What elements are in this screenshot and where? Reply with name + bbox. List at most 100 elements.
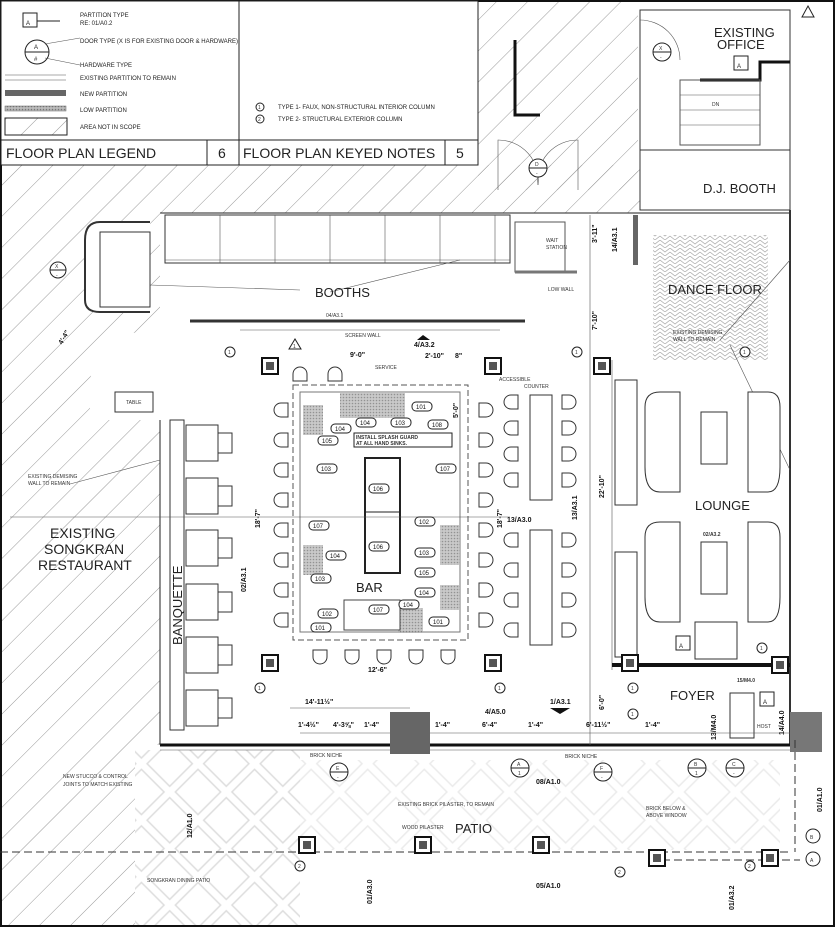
svg-text:BRICK NICHE: BRICK NICHE (310, 753, 343, 759)
svg-text:4/A5.0: 4/A5.0 (485, 709, 506, 716)
banquette-seat (185, 424, 219, 462)
bar-stool (273, 462, 289, 478)
storefront-patio: 14'-11½" 1'-4½" 4'-3⅝" 1'-4" 1'-4" 6'-4"… (0, 346, 824, 910)
svg-text:18'-7": 18'-7" (255, 509, 262, 528)
svg-text:103: 103 (419, 551, 430, 557)
equipment-tag: 104 (325, 550, 347, 561)
banquette-seat (185, 583, 219, 621)
equipment-tag: 107 (435, 463, 457, 474)
column (298, 836, 316, 854)
svg-text:HOST: HOST (757, 724, 771, 730)
partition-tag-icon (759, 691, 775, 707)
svg-text:01/A1.0: 01/A1.0 (817, 787, 824, 812)
banquette-seat (185, 477, 219, 515)
banquette-seat (185, 689, 219, 727)
equipment-tag: 104 (398, 599, 420, 610)
svg-text:8": 8" (455, 353, 462, 360)
bar-stool (440, 649, 456, 665)
svg-text:05/A1.0: 05/A1.0 (536, 883, 561, 890)
svg-text:2: 2 (748, 864, 751, 870)
svg-text:12/A1.0: 12/A1.0 (187, 813, 194, 838)
svg-text:18'-7": 18'-7" (497, 509, 504, 528)
svg-text:ABOVE WINDOW: ABOVE WINDOW (646, 813, 687, 819)
keyed-note-marker: 1 (627, 708, 639, 720)
bar-stool (503, 592, 519, 608)
svg-text:106: 106 (373, 545, 384, 551)
svg-text:BRICK BELOW &: BRICK BELOW & (646, 806, 686, 812)
svg-text:103: 103 (395, 421, 406, 427)
svg-text:4'-3⅝": 4'-3⅝" (333, 722, 354, 729)
svg-text:101: 101 (433, 620, 444, 626)
svg-text:15/M4.0: 15/M4.0 (737, 678, 755, 684)
bar-stool (478, 402, 494, 418)
svg-text:SCREEN WALL: SCREEN WALL (345, 333, 381, 339)
banquette-seat (185, 529, 219, 567)
svg-text:NEW STUCCO & CONTROL: NEW STUCCO & CONTROL (63, 774, 128, 780)
bar-stool (503, 420, 519, 436)
svg-text:1: 1 (258, 686, 261, 692)
armchair (694, 621, 738, 660)
svg-text:F: F (600, 766, 603, 772)
table (217, 485, 233, 507)
svg-text:EXISTING DEMISING: EXISTING DEMISING (673, 330, 723, 336)
svg-text:E: E (336, 766, 340, 772)
svg-text:104: 104 (335, 427, 346, 433)
svg-text:AREA NOT IN SCOPE: AREA NOT IN SCOPE (80, 125, 141, 131)
equipment-tag: 107 (368, 604, 390, 615)
svg-text:2: 2 (258, 117, 261, 123)
door-tag: E- (329, 762, 349, 782)
svg-text:106: 106 (373, 487, 384, 493)
equipment-tag: 103 (316, 463, 338, 474)
bar-stool (478, 552, 494, 568)
svg-text:JOINTS TO MATCH EXISTING: JOINTS TO MATCH EXISTING (63, 782, 133, 788)
lounge-sofa (747, 521, 781, 623)
svg-text:103: 103 (321, 467, 332, 473)
svg-text:WAIT: WAIT (546, 238, 558, 244)
svg-text:WOOD PILASTER: WOOD PILASTER (402, 825, 444, 831)
svg-text:14'-11½": 14'-11½" (305, 698, 333, 706)
svg-text:103: 103 (315, 577, 326, 583)
equipment-tag: 103 (414, 547, 436, 558)
svg-text:C: C (732, 762, 736, 768)
svg-text:B: B (694, 762, 698, 768)
door-tag: B1 (687, 758, 707, 778)
bar-label: BAR (356, 580, 383, 595)
partition-tag-foyer: A (763, 700, 767, 706)
svg-text:1: 1 (293, 344, 296, 350)
bar-stool (273, 552, 289, 568)
svg-text:13/M4.0: 13/M4.0 (711, 715, 718, 740)
svg-text:02/A3.2: 02/A3.2 (703, 532, 721, 538)
keyed-note-marker: 1 (254, 682, 266, 694)
svg-text:SERVICE: SERVICE (375, 365, 398, 371)
svg-text:WALL TO REMAIN: WALL TO REMAIN (673, 337, 716, 343)
column (532, 836, 550, 854)
svg-text:X: X (55, 264, 59, 270)
bar-stool (478, 612, 494, 628)
table (529, 529, 553, 646)
column (414, 836, 432, 854)
svg-text:1'-4": 1'-4" (364, 722, 379, 729)
floor-plan-legend: A PARTITION TYPE RE: 01/A0.2 A # DOOR TY… (0, 0, 479, 166)
booths-area: BOOTHS 04/A3.1 SCREEN WALL WAIT STATION … (84, 214, 638, 339)
svg-text:NEW PARTITION: NEW PARTITION (80, 92, 127, 98)
svg-text:14/A4.0: 14/A4.0 (779, 710, 786, 735)
door-d: D - (497, 40, 579, 190)
svg-text:1'-4": 1'-4" (528, 722, 543, 729)
svg-text:OFFICE: OFFICE (717, 37, 765, 52)
bar-stool (478, 462, 494, 478)
booths-label: BOOTHS (315, 285, 370, 300)
equipment-tag: 105 (317, 435, 339, 446)
bar-stool (478, 522, 494, 538)
svg-text:STATION: STATION (546, 245, 567, 251)
bar-stool (273, 582, 289, 598)
svg-text:01/A3.2: 01/A3.2 (729, 885, 736, 910)
left-area: X - 4'-4" TABLE EXISTING DEMISING WALL T… (28, 261, 248, 884)
bench (614, 551, 638, 658)
svg-text:08/A1.0: 08/A1.0 (536, 779, 561, 786)
bar-stool (344, 649, 360, 665)
svg-text:EXISTING BRICK PILASTER, TO RE: EXISTING BRICK PILASTER, TO REMAIN (398, 802, 494, 808)
svg-text:X: X (659, 46, 663, 52)
equipment-tag: 105 (414, 567, 436, 578)
svg-text:-: - (337, 775, 339, 781)
equipment-tag: 102 (317, 608, 339, 619)
